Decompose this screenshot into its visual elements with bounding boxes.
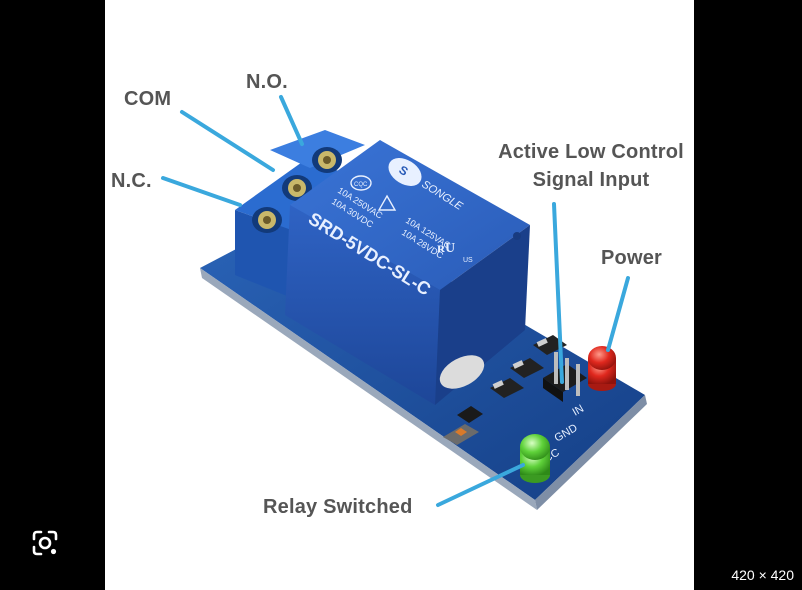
image-dimensions-text: 420 × 420 — [731, 567, 794, 583]
relay-module-illustration: 10A 250VAC 10A 30VDC SRD-5VDC-SL-C 10A 1… — [161, 95, 647, 510]
label-relay-switched: Relay Switched — [263, 496, 413, 518]
relay-component: 10A 250VAC 10A 30VDC SRD-5VDC-SL-C 10A 1… — [285, 140, 530, 405]
label-com: COM — [124, 88, 172, 110]
nc-leader-line — [161, 176, 242, 207]
label-nc: N.C. — [111, 170, 152, 192]
smd-components — [439, 335, 567, 445]
visual-search-button[interactable] — [29, 527, 61, 559]
screw-3 — [252, 207, 282, 233]
power-leader-line — [606, 276, 630, 352]
songle-logo-icon: S — [388, 158, 422, 186]
pin-label-in: IN — [571, 403, 587, 419]
ul-mark-icon: ʀU US — [437, 241, 473, 264]
warning-triangle-icon — [377, 194, 397, 211]
screw-1 — [312, 147, 342, 173]
screw-2 — [282, 175, 312, 201]
relay-switched-leader-line — [436, 463, 525, 507]
cqc-mark-icon: CQC — [350, 175, 372, 191]
label-active-low-line2: Signal Input — [532, 169, 650, 191]
relay-status-led — [520, 434, 550, 483]
product-image: 10A 250VAC 10A 30VDC SRD-5VDC-SL-C 10A 1… — [105, 0, 694, 590]
com-leader-line — [180, 110, 275, 172]
cqc-text: CQC — [354, 182, 368, 188]
label-power: Power — [601, 247, 663, 269]
ul-us-text: US — [463, 257, 473, 264]
no-leader-line — [279, 95, 304, 146]
label-active-low-control: Active Low Control Signal Input — [494, 138, 688, 194]
label-no: N.O. — [246, 71, 288, 93]
label-active-low-line1: Active Low Control — [498, 141, 684, 163]
visual-search-icon — [32, 530, 58, 556]
svg-text:ʀU: ʀU — [437, 241, 455, 256]
leader-lines — [161, 95, 630, 507]
active-low-leader-line — [552, 202, 564, 384]
power-led — [588, 346, 616, 391]
